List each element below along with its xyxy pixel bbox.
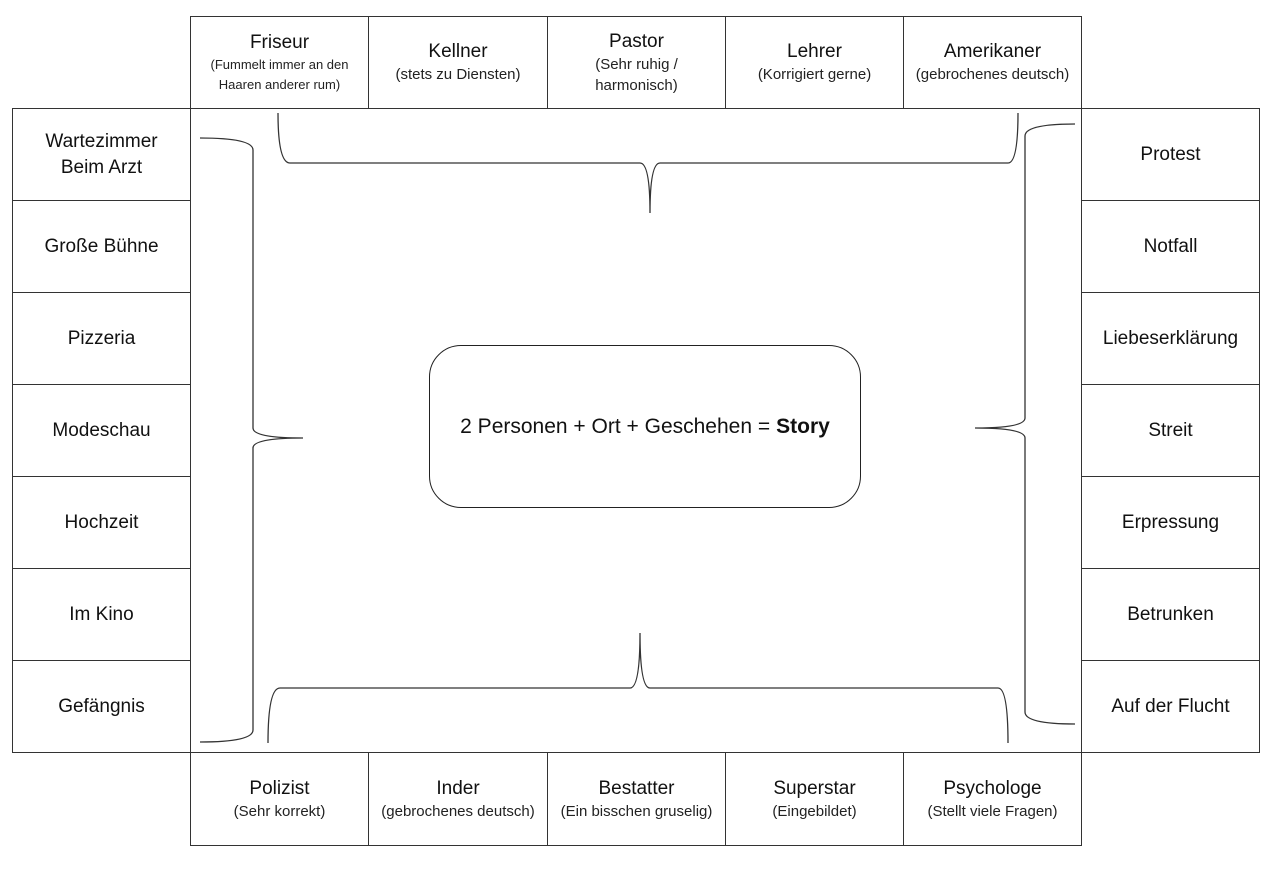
person-card-kellner: Kellner (stets zu Diensten) [368, 16, 548, 109]
place-name: Hochzeit [64, 511, 139, 533]
person-name: Kellner [428, 41, 488, 62]
event-card-liebeserklaerung: Liebeserklärung [1081, 292, 1260, 385]
event-card-streit: Streit [1081, 384, 1260, 477]
person-card-bestatter: Bestatter (Ein bisschen gruselig) [547, 752, 726, 846]
place-card-pizzeria: Pizzeria [12, 292, 191, 385]
person-card-lehrer: Lehrer (Korrigiert gerne) [725, 16, 904, 109]
right-brace [974, 123, 1076, 725]
place-name: Modeschau [52, 419, 151, 441]
place-card-hochzeit: Hochzeit [12, 476, 191, 569]
place-name: Wartezimmer Beim Arzt [45, 130, 158, 178]
event-name: Auf der Flucht [1111, 695, 1230, 717]
person-name: Bestatter [598, 777, 675, 799]
top-brace [277, 112, 1019, 214]
event-name: Notfall [1143, 235, 1198, 257]
person-note: (gebrochenes deutsch) [381, 802, 535, 820]
place-card-wartezimmer: Wartezimmer Beim Arzt [12, 108, 191, 201]
person-note: (gebrochenes deutsch) [915, 66, 1070, 83]
person-card-polizist: Polizist (Sehr korrekt) [190, 752, 369, 846]
event-card-notfall: Notfall [1081, 200, 1260, 293]
person-note: (Sehr korrekt) [233, 802, 326, 820]
event-name: Betrunken [1127, 603, 1214, 625]
event-name: Liebeserklärung [1102, 327, 1239, 349]
place-name: Gefängnis [58, 695, 145, 717]
formula-result: Story [776, 414, 830, 438]
event-card-auf-der-flucht: Auf der Flucht [1081, 660, 1260, 753]
event-name: Protest [1140, 143, 1201, 165]
person-name: Pastor [609, 30, 664, 52]
person-name: Psychologe [943, 777, 1042, 799]
bottom-brace [267, 632, 1009, 744]
left-brace [199, 137, 304, 743]
event-name: Streit [1148, 419, 1193, 441]
person-note: (Korrigiert gerne) [757, 66, 872, 83]
person-note: (Ein bisschen gruselig) [560, 802, 713, 820]
event-card-protest: Protest [1081, 108, 1260, 201]
person-note: (Sehr ruhig / harmonisch) [595, 55, 678, 94]
person-name: Friseur [249, 31, 310, 53]
place-card-modeschau: Modeschau [12, 384, 191, 477]
place-card-im-kino: Im Kino [12, 568, 191, 661]
person-card-superstar: Superstar (Eingebildet) [725, 752, 904, 846]
person-card-psychologe: Psychologe (Stellt viele Fragen) [903, 752, 1082, 846]
place-card-gefaengnis: Gefängnis [12, 660, 191, 753]
person-card-pastor: Pastor (Sehr ruhig / harmonisch) [547, 16, 726, 109]
person-name: Inder [436, 777, 480, 799]
story-formula-box: 2 Personen + Ort + Geschehen = Story [429, 345, 861, 508]
person-card-inder: Inder (gebrochenes deutsch) [368, 752, 548, 846]
event-name: Erpressung [1121, 511, 1220, 533]
person-card-amerikaner: Amerikaner (gebrochenes deutsch) [903, 16, 1082, 109]
person-note: (Eingebildet) [772, 802, 857, 820]
person-name: Polizist [249, 777, 310, 799]
person-name: Amerikaner [943, 41, 1042, 62]
person-note: (stets zu Diensten) [395, 66, 521, 83]
place-name: Im Kino [69, 603, 134, 625]
place-name: Große Bühne [44, 235, 159, 257]
event-card-erpressung: Erpressung [1081, 476, 1260, 569]
person-note: (Fummelt immer an den Haaren anderer rum… [210, 56, 349, 92]
person-name: Lehrer [787, 41, 842, 62]
formula-text: 2 Personen + Ort + Geschehen = [460, 414, 771, 438]
person-card-friseur: Friseur (Fummelt immer an den Haaren and… [190, 16, 369, 109]
place-name: Pizzeria [67, 327, 136, 349]
person-note: (Stellt viele Fragen) [927, 802, 1058, 820]
event-card-betrunken: Betrunken [1081, 568, 1260, 661]
place-card-grosse-buehne: Große Bühne [12, 200, 191, 293]
person-name: Superstar [773, 777, 856, 799]
